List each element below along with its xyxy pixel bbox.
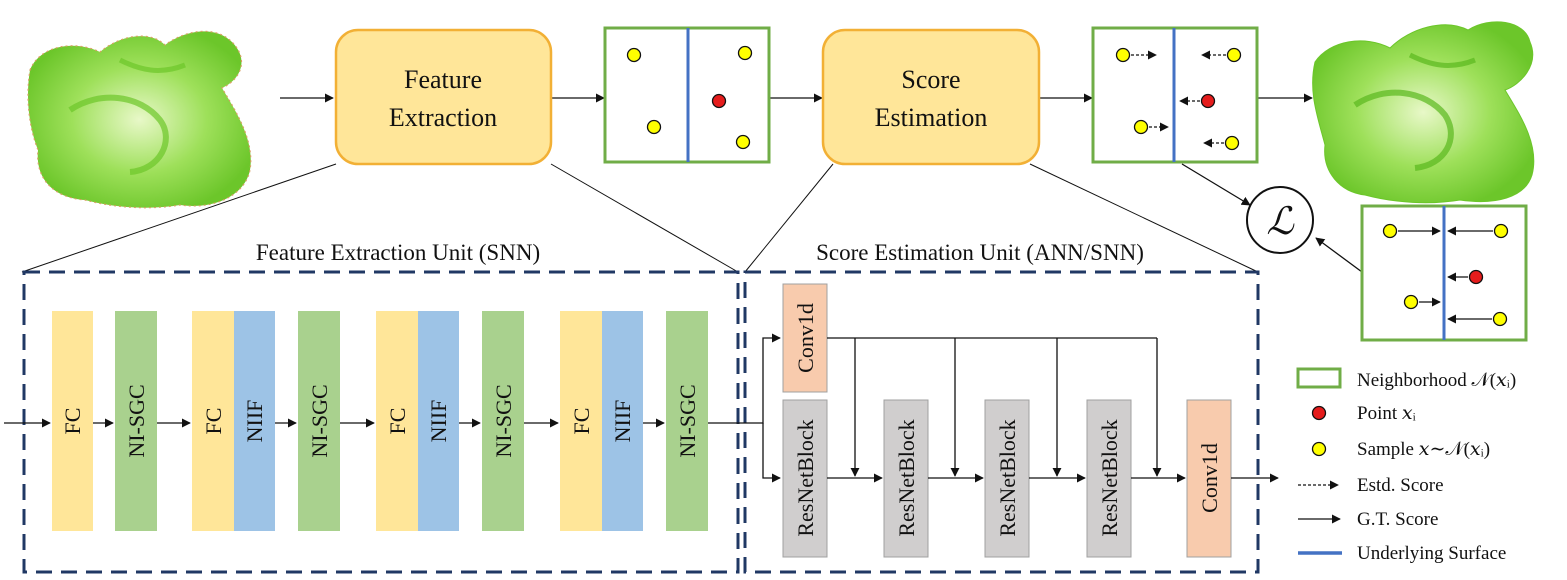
fc-label: FC xyxy=(60,408,85,435)
resnet-label: ResNetBlock xyxy=(995,419,1020,536)
resnet-block xyxy=(883,399,929,558)
conv1d-block xyxy=(1186,399,1232,558)
fc-label: FC xyxy=(569,408,594,435)
resnet-block xyxy=(984,399,1030,558)
zoom-line xyxy=(21,163,337,273)
ni-sgc-label: NI-SGC xyxy=(491,384,516,457)
legend-sample-label: Sample 𝑥∼𝒩(𝑥ᵢ) xyxy=(1357,439,1490,460)
fc-block xyxy=(376,311,418,531)
legend: Neighborhood 𝒩(𝑥ᵢ) Point 𝑥ᵢ Sample 𝑥∼𝒩(𝑥… xyxy=(1296,367,1516,564)
denoised-point-cloud xyxy=(1312,21,1535,204)
resnet-block xyxy=(782,399,828,558)
legend-point-label: Point 𝑥ᵢ xyxy=(1357,403,1416,424)
legend-sample-icon xyxy=(1311,441,1327,457)
estimate-to-loss-arrow xyxy=(1181,163,1251,206)
resnet-label: ResNetBlock xyxy=(894,419,919,536)
neighborhood-panel-samples xyxy=(603,26,771,164)
feature-unit-title: Feature Extraction Unit (SNN) xyxy=(256,240,540,265)
niif-label: NIIF xyxy=(426,400,451,443)
feature-extraction-line2: Extraction xyxy=(389,103,497,132)
legend-point-icon xyxy=(1311,405,1327,421)
loss-node: ℒ xyxy=(1246,186,1314,254)
score-unit-frame xyxy=(743,270,1260,574)
ni-sgc-block xyxy=(298,311,340,531)
score-estimation-blocks: Conv1d ResNetBlock ResNetBlock ResNetBlo… xyxy=(782,283,1232,558)
gt-to-loss-arrow xyxy=(1315,237,1363,273)
score-unit-title: Score Estimation Unit (ANN/SNN) xyxy=(816,240,1144,265)
zoom-line xyxy=(1029,163,1259,273)
feature-extraction-stage: Feature Extraction xyxy=(334,28,553,166)
legend-gt-score-label: G.T. Score xyxy=(1357,509,1438,530)
zoom-line xyxy=(744,163,834,273)
legend-neighborhood-icon xyxy=(1296,367,1342,389)
target-point xyxy=(711,93,727,109)
ni-sgc-block xyxy=(482,311,524,531)
ni-sgc-label: NI-SGC xyxy=(124,384,149,457)
neighborhood-panel-estimated xyxy=(1091,26,1259,164)
fc-block xyxy=(192,311,234,531)
niif-label: NIIF xyxy=(610,400,635,443)
niif-block xyxy=(234,311,275,531)
score-unit-connections xyxy=(827,337,1279,483)
niif-block xyxy=(602,311,643,531)
ni-sgc-label: NI-SGC xyxy=(307,384,332,457)
sample-point xyxy=(626,47,642,63)
loss-symbol: ℒ xyxy=(1266,201,1295,243)
feature-extraction-line1: Feature xyxy=(404,65,482,94)
feature-unit-frame xyxy=(22,270,740,574)
niif-block xyxy=(418,311,459,531)
fc-label: FC xyxy=(201,408,226,435)
neighborhood-panel-ground-truth xyxy=(1360,204,1528,342)
ni-sgc-block xyxy=(666,311,708,531)
resnet-label: ResNetBlock xyxy=(1097,419,1122,536)
resnet-block xyxy=(1086,399,1132,558)
ni-sgc-block xyxy=(115,311,157,531)
legend-surface-label: Underlying Surface xyxy=(1357,543,1506,564)
noisy-point-cloud xyxy=(27,30,252,209)
feature-extraction-blocks: FC NI-SGC FC NIIF NI-SGC FC NIIF NI-SGC … xyxy=(4,311,708,531)
score-estimation-stage: Score Estimation xyxy=(821,28,1041,166)
conv1d-label: Conv1d xyxy=(793,303,818,373)
resnet-label: ResNetBlock xyxy=(793,419,818,536)
fc-block xyxy=(52,311,93,531)
unit-connector xyxy=(708,333,781,483)
score-estimation-line2: Estimation xyxy=(875,103,988,132)
fc-label: FC xyxy=(385,408,410,435)
score-estimation-line1: Score xyxy=(901,65,960,94)
ni-sgc-label: NI-SGC xyxy=(675,384,700,457)
sample-point xyxy=(735,134,751,150)
legend-estd-score-label: Estd. Score xyxy=(1357,475,1444,496)
sample-point xyxy=(646,119,662,135)
legend-neighborhood-label: Neighborhood 𝒩(𝑥ᵢ) xyxy=(1357,370,1516,391)
niif-label: NIIF xyxy=(242,400,267,443)
conv1d-label: Conv1d xyxy=(1197,443,1222,513)
fc-block xyxy=(560,311,602,531)
zoom-line xyxy=(550,163,739,273)
sample-point xyxy=(737,45,753,61)
